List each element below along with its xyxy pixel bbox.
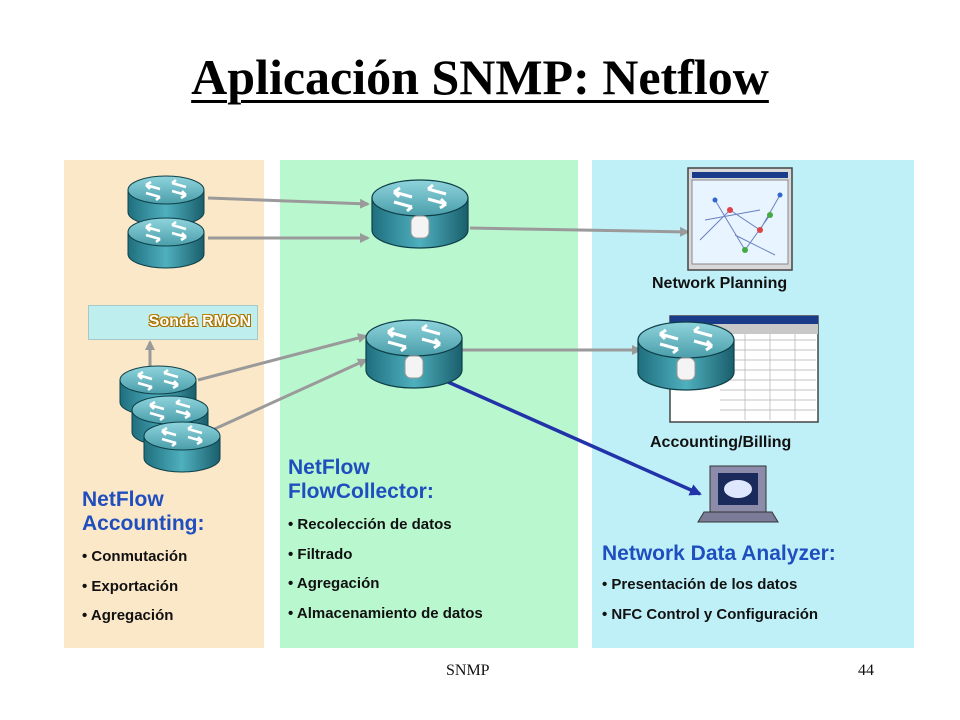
list-item: Agregación [82,607,187,637]
sonda-rmon-box: Sonda RMON [88,305,258,340]
router-icon [142,420,222,474]
list-item: Recolección de datos [288,516,483,546]
arrow-icon [207,358,368,434]
list-item: Agregación [288,575,483,605]
page-title: Aplicación SNMP: Netflow [191,49,769,105]
arrow-icon [207,196,370,209]
arrow-icon [447,380,702,496]
network-map-icon [687,167,793,271]
router-icon [126,216,206,270]
collector-router-icon [370,178,470,250]
network-planning-caption: Network Planning [652,275,788,292]
accounting-billing-caption: Accounting/Billing [650,434,792,451]
page-number: 44 [858,662,874,679]
list-item: Presentación de los datos [602,576,818,606]
list-item: Filtrado [288,546,483,576]
collector-router-icon [364,318,464,390]
list-item: Exportación [82,578,187,608]
analyzer-heading: Network Data Analyzer: [602,542,836,565]
collector-heading: NetFlow FlowCollector: [288,456,434,503]
collector-list: Recolección de datos Filtrado Agregación… [288,516,483,634]
accounting-list: Conmutación Exportación Agregación [82,548,187,637]
list-item: NFC Control y Configuración [602,606,818,636]
footer-left: SNMP [446,662,490,679]
workstation-icon [697,465,779,523]
arrow-icon [197,333,368,382]
analyzer-list: Presentación de los datos NFC Control y … [602,576,818,635]
list-item: Conmutación [82,548,187,578]
router-icon [636,320,736,392]
arrow-icon [469,226,690,237]
list-item: Almacenamiento de datos [288,605,483,635]
accounting-heading: NetFlow Accounting: [82,488,205,535]
sonda-rmon-label: Sonda RMON [148,313,251,330]
